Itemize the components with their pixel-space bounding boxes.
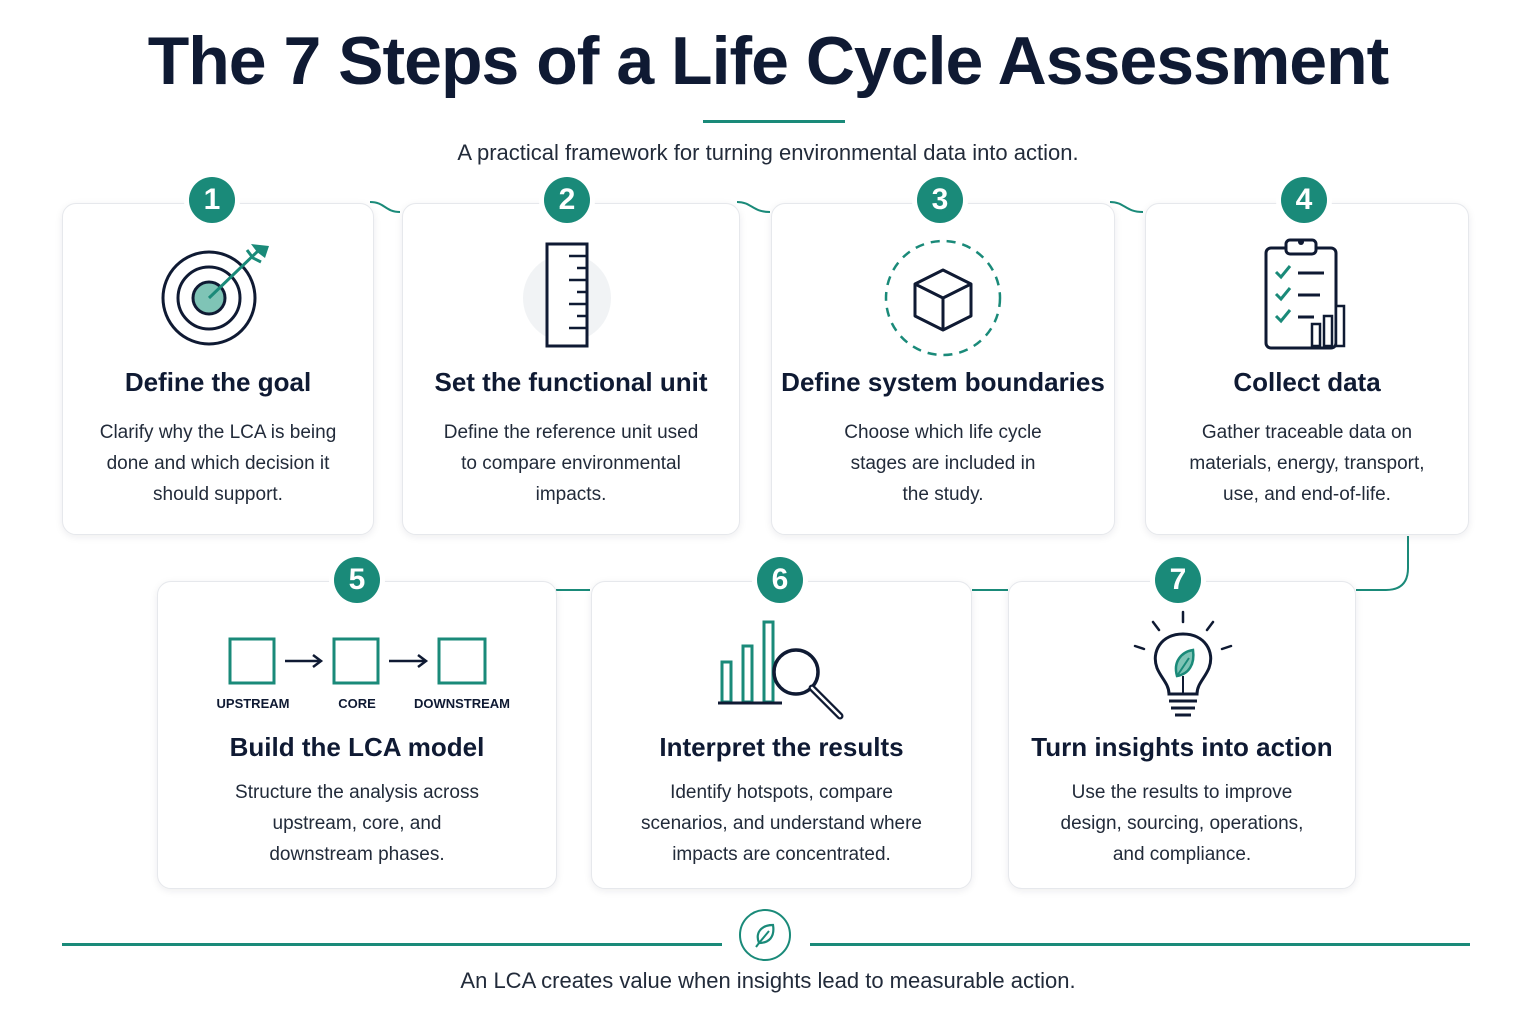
flow-label-downstream: DOWNSTREAM (413, 696, 511, 711)
ruler-icon (523, 242, 611, 348)
step-number-badge-6: 6 (757, 557, 803, 603)
step-card-2: Set the functional unit Define the refer… (402, 203, 740, 535)
connector-1-2 (369, 201, 401, 213)
step-description: Clarify why the LCA is being done and wh… (63, 417, 373, 510)
clipboard-chart-icon (1264, 238, 1346, 350)
target-icon (161, 244, 269, 346)
step-card-6: Interpret the results Identify hotspots,… (591, 581, 972, 889)
step-title: Build the LCA model (229, 732, 485, 762)
step-description: Gather traceable data on materials, ener… (1146, 417, 1468, 510)
step-title: Collect data (1233, 367, 1381, 397)
step-description: Choose which life cycle stages are inclu… (772, 417, 1114, 510)
step-description: Structure the analysis across upstream, … (158, 777, 556, 870)
description-line: Identify hotspots, compare (670, 782, 893, 803)
connector-3-4 (1109, 201, 1144, 213)
step-description: Identify hotspots, compare scenarios, an… (592, 777, 971, 870)
flow-label-core: CORE (338, 696, 376, 711)
description-line: scenarios, and understand where (641, 813, 922, 834)
page-title: The 7 Steps of a Life Cycle Assessment (147, 23, 1390, 99)
step-title: Turn insights into action (1031, 732, 1333, 762)
title-underline (703, 120, 845, 123)
description-line: and compliance. (1112, 844, 1252, 865)
description-line: Structure the analysis across (235, 782, 479, 803)
step-title: Define the goal (124, 367, 312, 397)
bar-chart-magnifier-icon (718, 620, 844, 720)
description-line: use, and end-of-life. (1223, 484, 1391, 505)
step-description: Use the results to improve design, sourc… (1009, 777, 1355, 870)
step-number-badge-7: 7 (1155, 557, 1201, 603)
page-subtitle: A practical framework for turning enviro… (457, 140, 1079, 165)
step-card-7: Turn insights into action Use the result… (1008, 581, 1356, 889)
footer-divider-left (62, 943, 722, 946)
cube-boundary-icon (884, 239, 1002, 357)
connector-2-3 (736, 201, 771, 213)
description-line: stages are included in (850, 453, 1036, 474)
flow-boxes-icon (228, 637, 487, 685)
step-number-badge-2: 2 (544, 177, 590, 223)
connector-4-7 (1356, 536, 1409, 591)
description-line: Choose which life cycle (844, 422, 1042, 443)
footer-divider-right (810, 943, 1470, 946)
description-line: impacts are concentrated. (672, 844, 891, 865)
step-number-badge-1: 1 (189, 177, 235, 223)
step-title: Interpret the results (659, 732, 904, 762)
lightbulb-leaf-icon (1133, 610, 1233, 717)
flow-label-upstream: UPSTREAM (216, 696, 290, 711)
footer-text: An LCA creates value when insights lead … (460, 968, 1076, 993)
step-card-4: Collect data Gather traceable data on ma… (1145, 203, 1469, 535)
step-card-5: UPSTREAM CORE DOWNSTREAM Build the LCA m… (157, 581, 557, 889)
step-card-1: Define the goal Clarify why the LCA is b… (62, 203, 374, 535)
description-line: impacts. (535, 484, 607, 505)
description-line: the study. (902, 484, 984, 505)
description-line: Gather traceable data on (1201, 422, 1413, 443)
step-number-badge-5: 5 (334, 557, 380, 603)
description-line: to compare environmental (461, 453, 681, 474)
description-line: Clarify why the LCA is being (99, 422, 337, 443)
step-description: Define the reference unit used to compar… (403, 417, 739, 510)
description-line: done and which decision it (106, 453, 330, 474)
step-title: Set the functional unit (434, 367, 708, 397)
step-number-badge-4: 4 (1281, 177, 1327, 223)
step-card-3: Define system boundaries Choose which li… (771, 203, 1115, 535)
description-line: materials, energy, transport, (1189, 453, 1425, 474)
leaf-icon (739, 909, 791, 961)
step-title: Define system boundaries (781, 367, 1105, 397)
description-line: design, sourcing, operations, (1060, 813, 1304, 834)
description-line: Use the results to improve (1071, 782, 1293, 803)
description-line: should support. (153, 484, 283, 505)
description-line: upstream, core, and (272, 813, 442, 834)
description-line: downstream phases. (269, 844, 445, 865)
description-line: Define the reference unit used (443, 422, 699, 443)
step-number-badge-3: 3 (917, 177, 963, 223)
